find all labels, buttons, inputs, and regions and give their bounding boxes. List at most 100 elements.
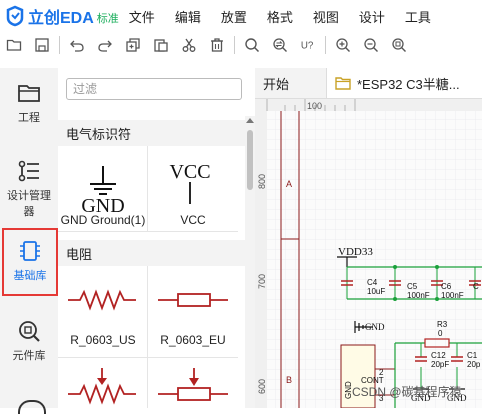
menu-items: 文件 编辑 放置 格式 视图 设计 工具 <box>129 7 451 26</box>
component-ref: C12 <box>431 351 446 360</box>
schematic-canvas[interactable]: 100 800 700 600 A B VDD33 C4 10uF C5 100… <box>255 99 482 408</box>
delete-button[interactable] <box>203 32 231 58</box>
tab-label: *ESP32 C3半糖... <box>357 76 460 92</box>
rail-item-label: 工程 <box>18 112 40 124</box>
rail-item-component-library[interactable]: 元件库 <box>0 318 58 363</box>
paste-icon <box>154 39 168 52</box>
zoom-out-button[interactable] <box>357 32 385 58</box>
open-button[interactable] <box>0 32 28 58</box>
schematic-drawing: 100 800 700 600 A B VDD33 C4 10uF C5 100… <box>255 99 482 408</box>
gnd-symbol-icon: GND <box>81 166 125 216</box>
zoom-fit-button[interactable] <box>385 32 413 58</box>
search-icon <box>245 38 260 53</box>
search-button[interactable] <box>238 32 266 58</box>
library-item-gnd[interactable]: GND GND Ground(1) <box>58 146 148 232</box>
save-icon <box>35 38 49 52</box>
toolbar-divider <box>325 36 326 54</box>
menu-view[interactable]: 视图 <box>312 9 339 25</box>
component-ref: C <box>473 282 479 291</box>
pin-text: CONT <box>361 376 384 385</box>
resistor-eu-symbol-icon <box>158 293 228 307</box>
svg-text:GND: GND <box>81 195 124 216</box>
scrollbar[interactable] <box>245 116 255 408</box>
cut-button[interactable] <box>175 32 203 58</box>
menu-edit[interactable]: 编辑 <box>174 9 201 25</box>
menu-format[interactable]: 格式 <box>266 9 293 25</box>
library-item-label: GND Ground(1) <box>60 213 146 227</box>
copy-button[interactable] <box>119 32 147 58</box>
left-ruler <box>255 99 267 408</box>
library-item-r0603-us[interactable]: R_0603_US <box>58 266 148 358</box>
rail-item-basic-library[interactable]: 基础库 <box>2 228 58 296</box>
net-label: GND <box>411 393 431 403</box>
cut-icon <box>182 38 196 52</box>
open-folder-icon <box>6 39 22 51</box>
library-item-vcc[interactable]: VCC VCC <box>148 146 238 232</box>
rail-item-design-manager[interactable]: 设计管理器 <box>0 158 58 219</box>
library-panel: 电气标识符 GND GND Ground(1) VCC VCC 电阻 R_060… <box>58 68 256 408</box>
more-rail-icon[interactable] <box>18 400 46 414</box>
library-item-label: R_0603_US <box>70 333 136 347</box>
tab-label: 开始 <box>263 76 290 92</box>
zone-label: A <box>286 179 292 189</box>
tab-document[interactable]: *ESP32 C3半糖... <box>327 68 482 98</box>
undo-button[interactable] <box>63 32 91 58</box>
net-label: VDD33 <box>338 246 373 258</box>
svg-text:VCC: VCC <box>169 161 210 183</box>
menu-design[interactable]: 设计 <box>358 9 385 25</box>
component-ref: C1 <box>467 351 478 360</box>
undo-icon <box>70 40 84 52</box>
category-header-resistors[interactable]: 电阻 <box>58 240 245 266</box>
component-ref: C4 <box>367 278 378 287</box>
ruler-tick-label: 600 <box>257 379 267 394</box>
paste-button[interactable] <box>147 32 175 58</box>
find-replace-button[interactable] <box>266 32 294 58</box>
component-value: 20pF <box>431 360 449 369</box>
component-value: 100nF <box>441 291 464 300</box>
potentiometer-us-symbol-icon <box>68 368 136 405</box>
potentiometer-eu-symbol-icon <box>158 368 228 401</box>
component-library-icon <box>19 321 40 342</box>
component-ref: R3 <box>437 320 448 329</box>
component-value: 0 <box>438 329 443 338</box>
logo-text: 立创EDA <box>28 10 94 27</box>
zoom-in-button[interactable] <box>329 32 357 58</box>
watermark: CSDN @碳基程序猿 <box>352 385 462 399</box>
library-item-potentiometer-us[interactable] <box>58 358 148 408</box>
find-similar-button[interactable]: U? <box>294 32 322 58</box>
delete-icon <box>211 38 223 52</box>
scroll-up-icon[interactable] <box>246 118 254 123</box>
rail-item-label: 基础库 <box>13 270 47 282</box>
basic-library-chip-icon <box>20 241 40 261</box>
rail-item-project[interactable]: 工程 <box>0 80 58 125</box>
project-folder-icon <box>18 85 40 102</box>
menu-file[interactable]: 文件 <box>128 9 155 25</box>
component-ref: C5 <box>407 282 418 291</box>
category-header-electrical-symbols[interactable]: 电气标识符 <box>58 120 245 146</box>
resistor-us-symbol-icon <box>68 289 136 311</box>
library-item-potentiometer-eu[interactable] <box>148 358 238 408</box>
save-button[interactable] <box>28 32 56 58</box>
scroll-thumb[interactable] <box>247 130 253 190</box>
copy-icon <box>126 38 140 52</box>
frame-border <box>280 111 300 408</box>
zoom-fit-icon <box>392 38 406 52</box>
logo-icon <box>6 5 24 27</box>
net-label: GND <box>365 322 385 332</box>
tab-start[interactable]: 开始 <box>255 68 327 98</box>
filter-input[interactable] <box>66 78 242 100</box>
find-replace-icon <box>273 38 287 52</box>
ruler-tick-label: 800 <box>257 174 267 189</box>
schematic-folder-icon <box>335 76 351 90</box>
menu-tools[interactable]: 工具 <box>404 9 431 25</box>
rail-item-label: 元件库 <box>12 350 46 362</box>
redo-button[interactable] <box>91 32 119 58</box>
svg-text:U?: U? <box>301 41 314 52</box>
app-logo: 立创EDA 标准 <box>4 4 119 28</box>
top-ruler <box>255 99 482 111</box>
pin-text: GND <box>344 381 353 399</box>
left-rail: 工程 设计管理器 基础库 元件库 <box>0 68 59 414</box>
library-item-r0603-eu[interactable]: R_0603_EU <box>148 266 238 358</box>
menu-place[interactable]: 放置 <box>220 9 247 25</box>
ic-body[interactable] <box>340 344 376 408</box>
